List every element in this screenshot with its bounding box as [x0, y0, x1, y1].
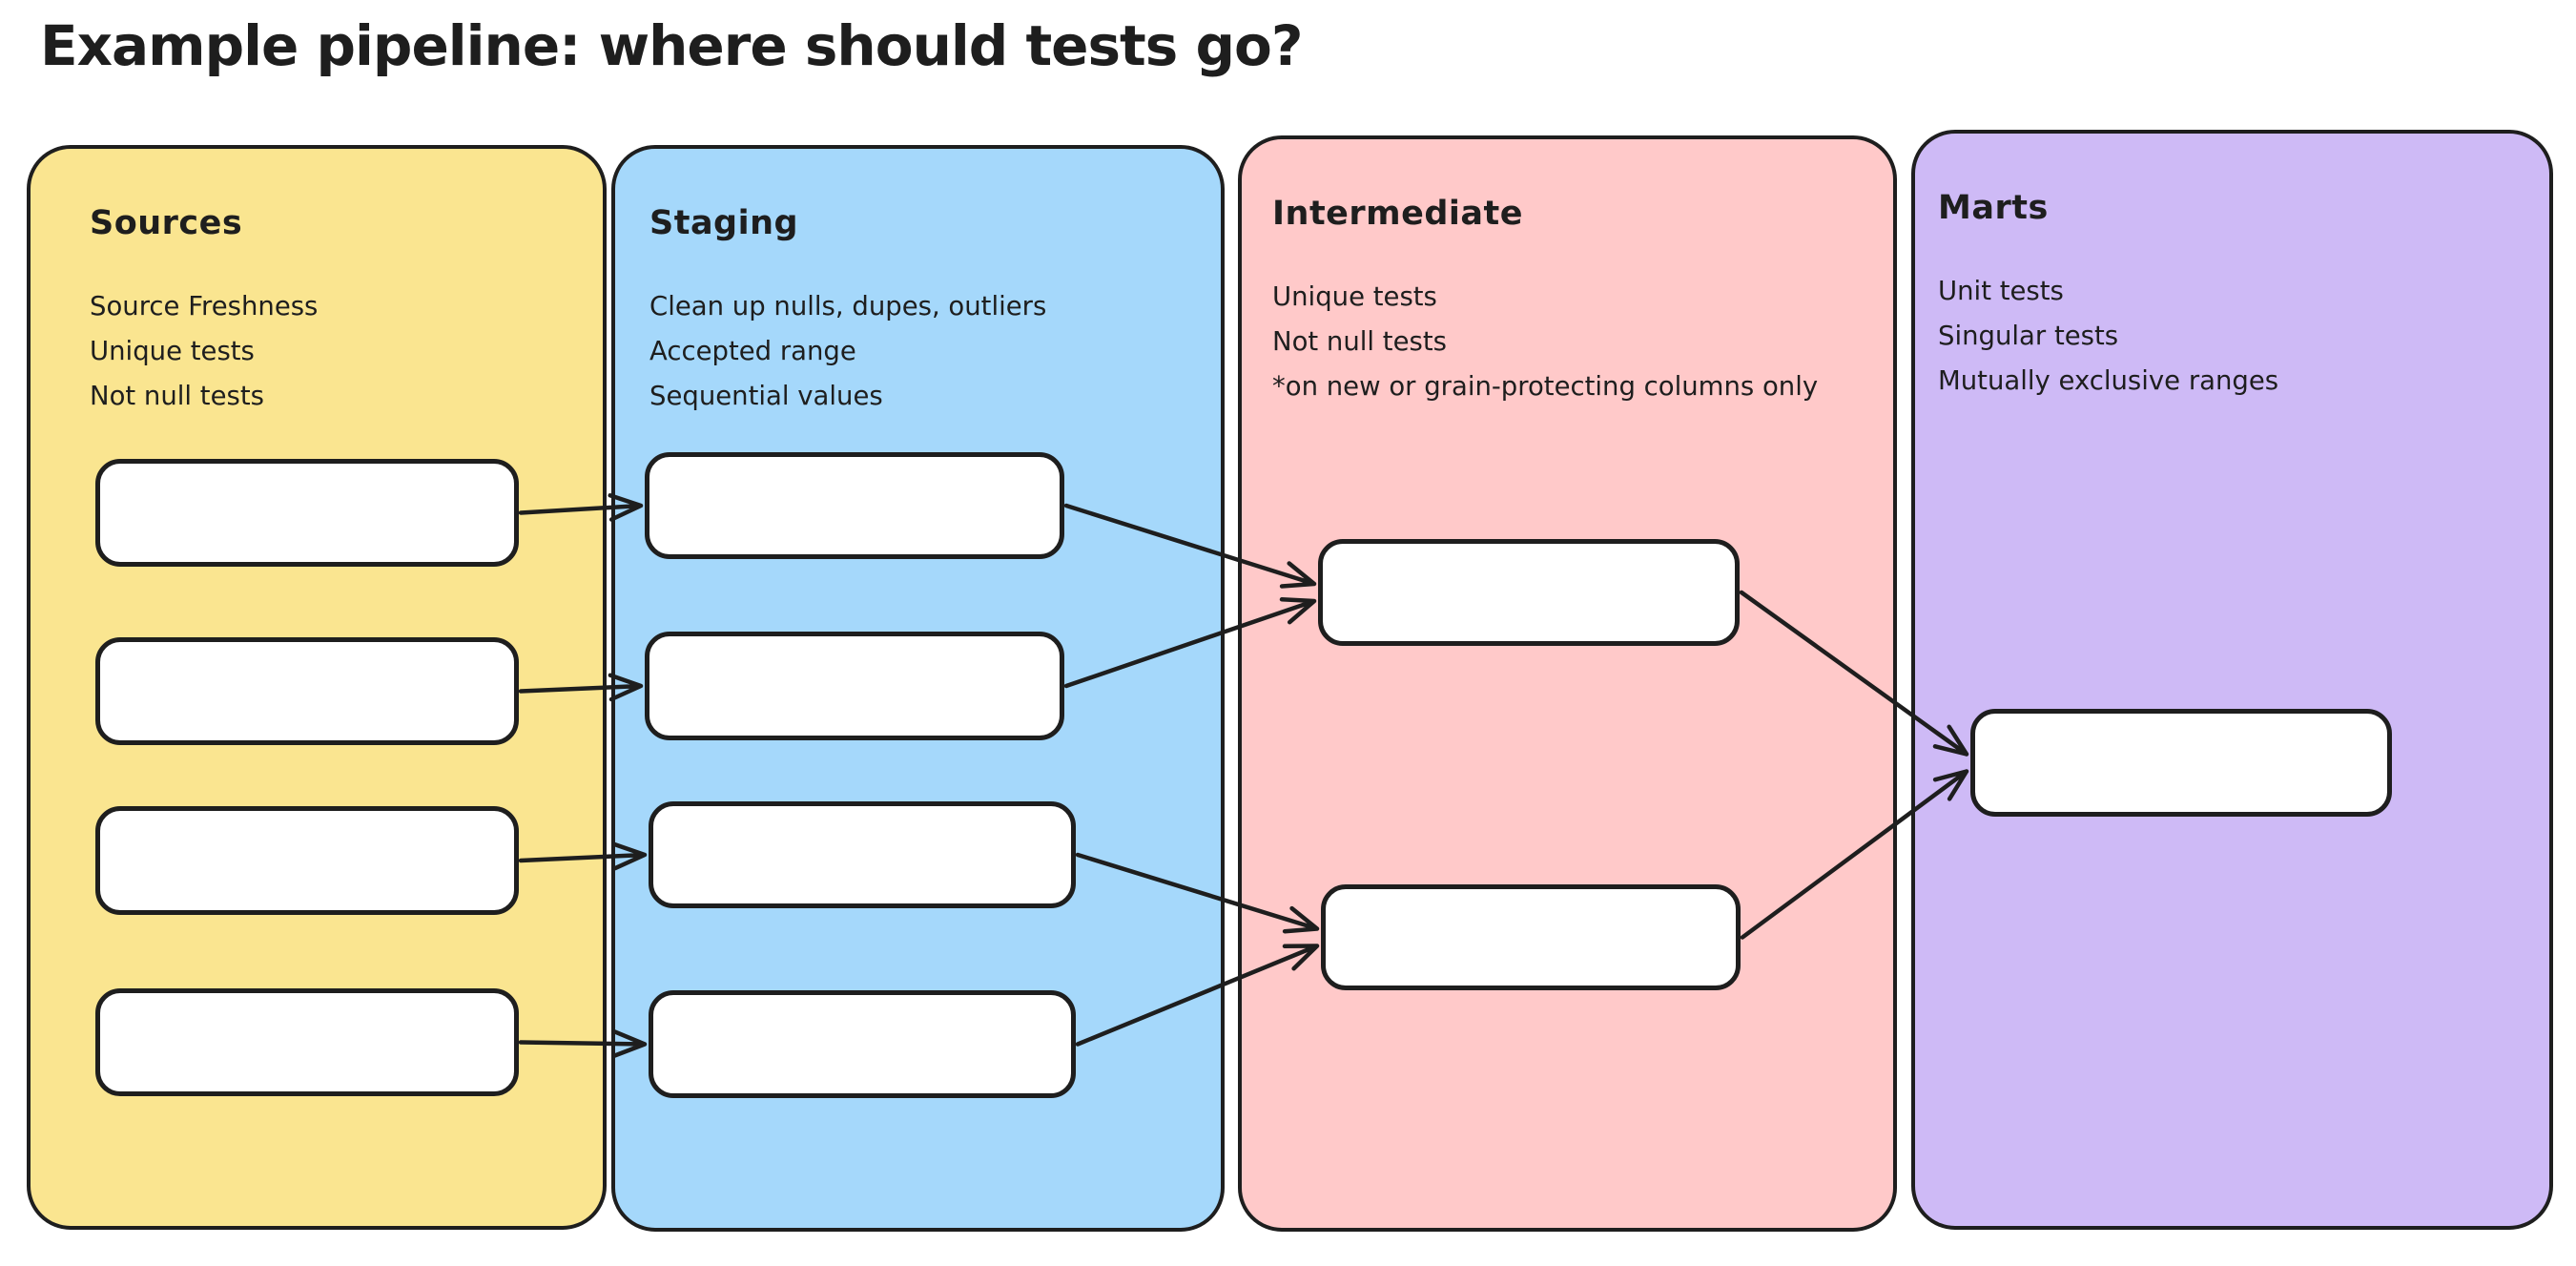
node-staging-4	[649, 990, 1076, 1098]
node-source-1	[95, 459, 519, 567]
test-item: Unit tests	[1938, 276, 2064, 306]
test-item: *on new or grain-protecting columns only	[1272, 371, 1819, 402]
test-item: Source Freshness	[90, 291, 319, 322]
node-source-4	[95, 988, 519, 1096]
node-source-3	[95, 806, 519, 915]
diagram-title: Example pipeline: where should tests go?	[40, 13, 1303, 78]
column-marts: Marts Unit tests Singular tests Mutually…	[1911, 130, 2553, 1230]
node-mart-1	[1970, 709, 2392, 817]
node-intermediate-2	[1321, 884, 1741, 990]
test-item: Clean up nulls, dupes, outliers	[649, 291, 1047, 322]
test-item: Unique tests	[90, 336, 255, 366]
node-staging-3	[649, 801, 1076, 908]
column-marts-tests: Unit tests Singular tests Mutually exclu…	[1938, 269, 2530, 404]
column-intermediate: Intermediate Unique tests Not null tests…	[1238, 135, 1897, 1232]
column-staging-tests: Clean up nulls, dupes, outliers Accepted…	[649, 284, 1202, 419]
test-item: Unique tests	[1272, 281, 1437, 312]
node-intermediate-1	[1318, 539, 1740, 646]
test-item: Accepted range	[649, 336, 856, 366]
column-intermediate-tests: Unique tests Not null tests *on new or g…	[1272, 275, 1874, 409]
test-item: Not null tests	[1272, 326, 1447, 357]
column-staging-title: Staging	[649, 204, 799, 242]
test-item: Singular tests	[1938, 321, 2119, 351]
test-item: Mutually exclusive ranges	[1938, 365, 2279, 396]
node-staging-2	[645, 632, 1064, 740]
column-sources-tests: Source Freshness Unique tests Not null t…	[90, 284, 584, 419]
node-staging-1	[645, 452, 1064, 559]
column-intermediate-title: Intermediate	[1272, 195, 1524, 233]
test-item: Sequential values	[649, 381, 883, 411]
node-source-2	[95, 637, 519, 745]
test-item: Not null tests	[90, 381, 264, 411]
column-sources-title: Sources	[90, 204, 243, 242]
column-marts-title: Marts	[1938, 189, 2049, 227]
